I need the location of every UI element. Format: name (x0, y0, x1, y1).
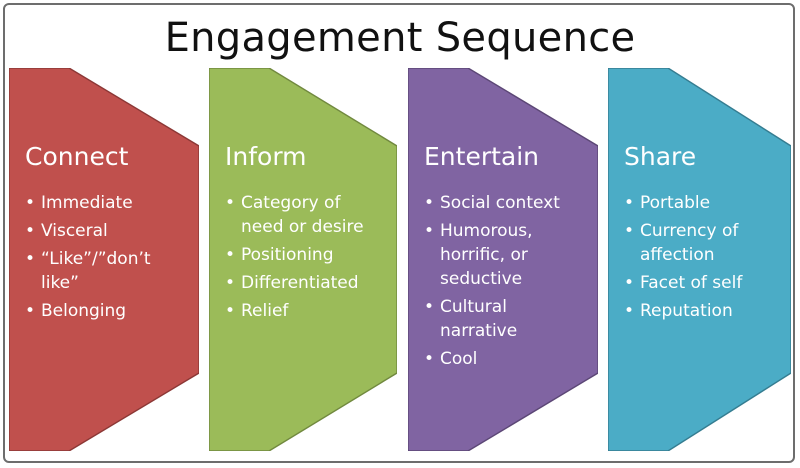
bullet-item: Social context (422, 191, 582, 215)
bullet-item: Facet of self (622, 271, 782, 295)
diagram-title: Engagement Sequence (164, 15, 636, 61)
bullet-item: “Like”/”don’t like” (23, 247, 169, 295)
stage-inform: Inform Category of need or desire Positi… (209, 68, 397, 451)
entertain-bullet-list: Social context Humorous, horrific, or se… (422, 191, 582, 375)
share-bullet-list: Portable Currency of affection Facet of … (622, 191, 782, 327)
bullet-item: Cultural narrative (422, 295, 540, 343)
stage-title-inform: Inform (225, 142, 307, 171)
stage-connect: Connect Immediate Visceral “Like”/”don’t… (9, 68, 199, 451)
bullet-item: Cool (422, 347, 582, 371)
connect-bullet-list: Immediate Visceral “Like”/”don’t like” B… (23, 191, 183, 327)
bullet-item: Immediate (23, 191, 183, 215)
bullet-item: Relief (223, 299, 383, 323)
bullet-item: Differentiated (223, 271, 383, 295)
stage-title-entertain: Entertain (424, 142, 540, 171)
bullet-item: Visceral (23, 219, 183, 243)
stage-title-share: Share (624, 142, 697, 171)
bullet-item: Reputation (622, 299, 782, 323)
bullet-item: Currency of affection (622, 219, 758, 267)
bullet-item: Category of need or desire (223, 191, 371, 239)
stage-share: Share Portable Currency of affection Fac… (608, 68, 791, 451)
stage-title-connect: Connect (25, 142, 129, 171)
bullet-item: Portable (622, 191, 782, 215)
bullet-item: Belonging (23, 299, 183, 323)
inform-bullet-list: Category of need or desire Positioning D… (223, 191, 383, 327)
bullet-item: Humorous, horrific, or seductive (422, 219, 550, 291)
stage-entertain: Entertain Social context Humorous, horri… (408, 68, 598, 451)
bullet-item: Positioning (223, 243, 383, 267)
